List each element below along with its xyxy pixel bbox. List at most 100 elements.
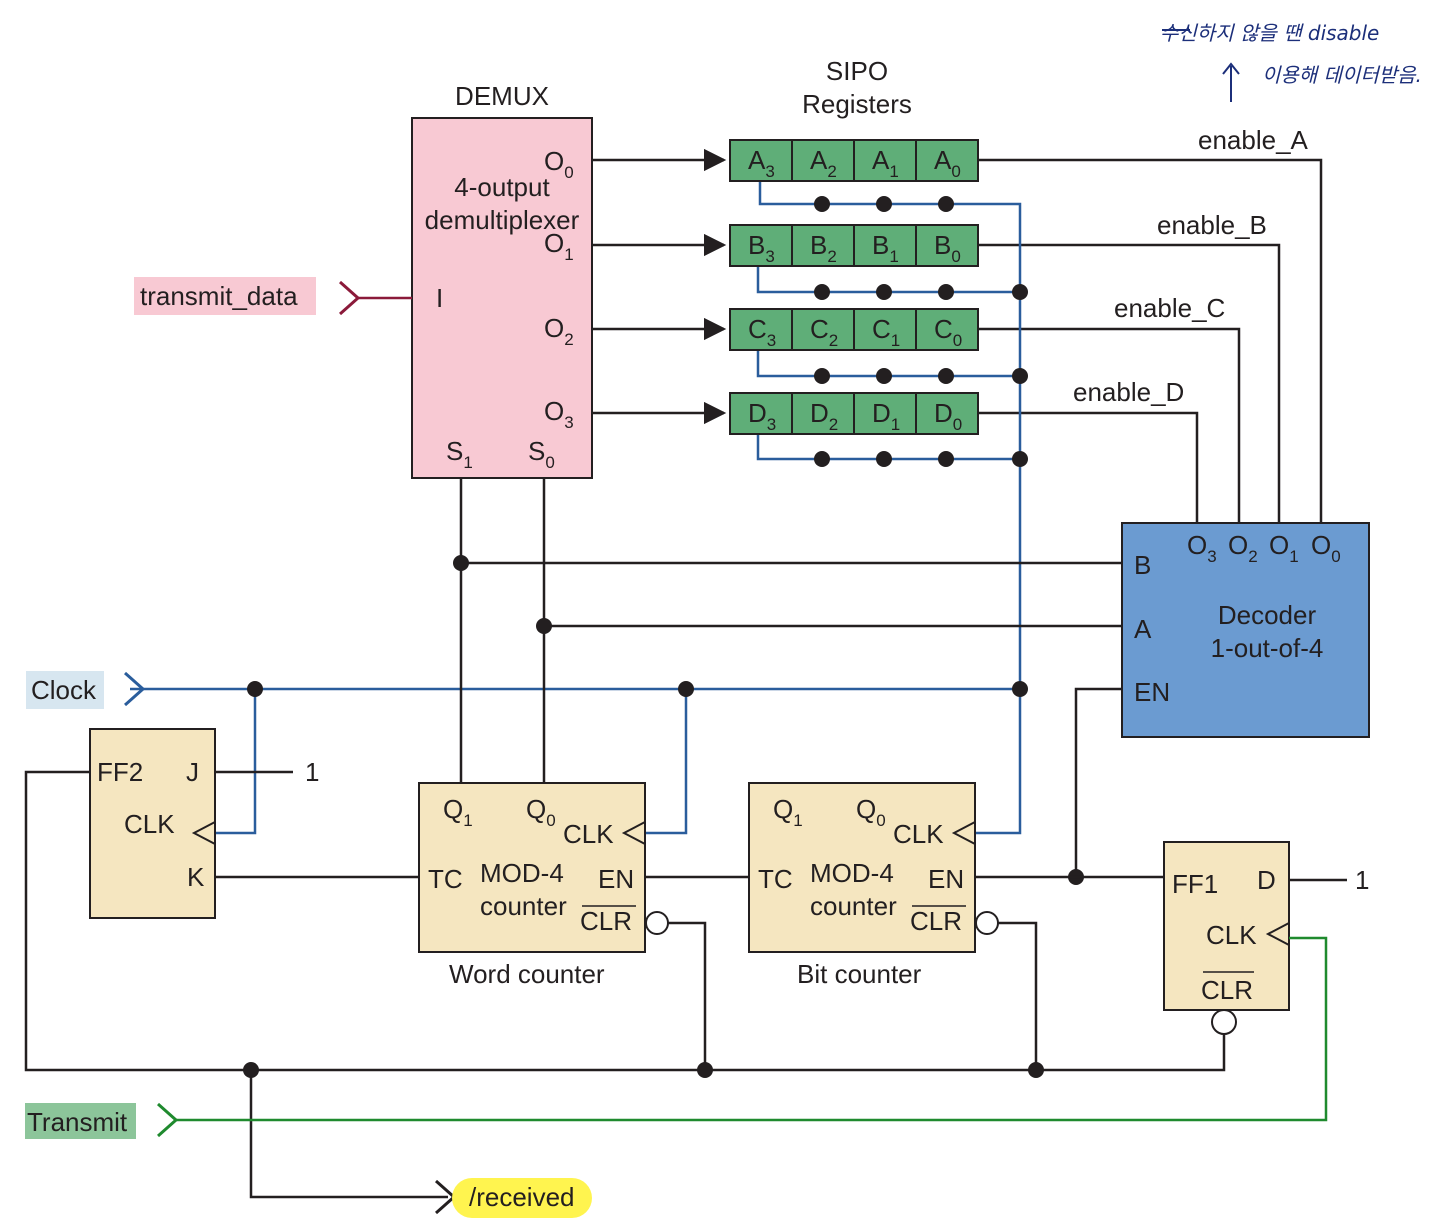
sipo-cell — [915, 308, 979, 351]
sipo-cell-label: B3 — [748, 230, 775, 266]
sipo-cell-label: B0 — [934, 230, 961, 266]
bit-counter-line1: MOD-4 — [810, 858, 894, 888]
demux-output-o3: O3 — [544, 396, 574, 432]
ff2-j-label: J — [186, 757, 199, 787]
sipo-cell — [853, 224, 917, 267]
bit-counter-clr-bubble-icon — [975, 911, 999, 935]
demux-output-o1: O1 — [544, 228, 574, 264]
demux-select-s1: S1 — [446, 436, 473, 472]
sipo-cell — [791, 139, 855, 182]
ff1-clr-bubble-icon — [1211, 1009, 1237, 1035]
sipo-cell-label: C0 — [934, 314, 962, 350]
annotation-line-2: 이용해 데이터받음. — [1262, 63, 1422, 87]
sipo-title-line2: Registers — [802, 89, 912, 119]
sipo-cell — [791, 392, 855, 435]
sipo-cell-label: A1 — [872, 145, 899, 181]
word-counter-line2: counter — [480, 891, 567, 921]
sipo-cell-label: A3 — [748, 145, 775, 181]
control-dots — [243, 1062, 1044, 1078]
transmit-connector-icon — [157, 1102, 179, 1138]
demux-output-labels: O0 O1 O2 O3 S1 S0 — [446, 146, 574, 472]
transmit-tag — [25, 1103, 136, 1139]
word-counter-en: EN — [598, 864, 634, 894]
sipo-cell — [791, 224, 855, 267]
ff2-j-tie: 1 — [305, 757, 319, 787]
sipo-cell-label: A0 — [934, 145, 961, 181]
decoder-line1: Decoder — [1218, 600, 1317, 630]
bit-counter-tc: TC — [758, 864, 793, 894]
word-counter-clr: CLR — [580, 906, 632, 936]
enable-wires — [978, 158, 1323, 523]
control-wires — [24, 770, 1226, 1199]
enable-d-label: enable_D — [1073, 377, 1184, 407]
enable-a-label: enable_A — [1198, 125, 1309, 155]
sipo-cell-label: C1 — [872, 314, 900, 350]
bit-counter-q1: Q1 — [773, 794, 803, 830]
sipo-cell-label: D2 — [810, 398, 838, 434]
word-counter-block — [418, 782, 646, 953]
ff2-k-label: K — [187, 862, 205, 892]
clock-tag — [26, 671, 104, 709]
bit-counter-clock-triangle-icon — [951, 821, 976, 845]
sipo-cell — [915, 139, 979, 182]
received-label: /received — [469, 1182, 575, 1212]
decoder-input-a: A — [1134, 614, 1152, 644]
bit-counter-block — [748, 782, 976, 953]
ff1-clr-label: CLR — [1201, 975, 1253, 1005]
bit-counter-line2: counter — [810, 891, 897, 921]
enable-c-label: enable_C — [1114, 293, 1225, 323]
svg-text:O3: O3 — [1187, 530, 1217, 566]
word-counter-tc: TC — [428, 864, 463, 894]
sipo-cell — [729, 139, 793, 182]
ff1-d-tie: 1 — [1355, 865, 1369, 895]
sipo-cell-label: C2 — [810, 314, 838, 350]
annotation-line-1: 수신하지 않을 땐 disable — [1160, 21, 1379, 45]
decoder-input-en: EN — [1134, 677, 1170, 707]
sipo-cell-label: D3 — [748, 398, 776, 434]
clock-label: Clock — [31, 675, 97, 705]
select-wires — [459, 478, 1122, 877]
sipo-cell-label: A2 — [810, 145, 837, 181]
demux-select-s0: S0 — [528, 436, 555, 472]
decoder-output-labels: O3 O2 O1 O0 — [1187, 530, 1341, 566]
ff1-d-label: D — [1257, 865, 1276, 895]
transmit-label: Transmit — [27, 1107, 128, 1137]
transmit-data-connector-icon — [339, 280, 361, 316]
svg-text:O1: O1 — [1269, 530, 1299, 566]
bit-counter-en: EN — [928, 864, 964, 894]
word-counter-clr-bubble-icon — [645, 911, 669, 935]
ff1-name: FF1 — [1172, 869, 1218, 899]
ff2-block — [89, 728, 216, 919]
ff2-clk-label: CLK — [124, 809, 175, 839]
enable-b-label: enable_B — [1157, 210, 1267, 240]
bit-counter-clr: CLR — [910, 906, 962, 936]
sipo-cell — [915, 392, 979, 435]
bit-counter-caption: Bit counter — [797, 959, 922, 989]
sipo-cell — [853, 139, 917, 182]
sipo-cell-label: D0 — [934, 398, 962, 434]
sipo-title-line1: SIPO — [826, 56, 888, 86]
sipo-clock-wires — [130, 182, 1022, 835]
transmit-data-tag — [134, 277, 316, 315]
ff2-clock-triangle-icon — [191, 821, 216, 845]
decoder-line2: 1-out-of-4 — [1211, 633, 1324, 663]
sipo-bus-dots — [247, 196, 1028, 697]
transmit-data-label: transmit_data — [140, 281, 298, 311]
word-counter-caption: Word counter — [449, 959, 605, 989]
demux-desc-line2: demultiplexer — [425, 205, 580, 235]
demux-output-o0: O0 — [544, 146, 574, 182]
word-counter-q1: Q1 — [443, 794, 473, 830]
decoder-input-b: B — [1134, 550, 1151, 580]
received-tag — [452, 1178, 592, 1218]
bit-counter-q0: Q0 — [856, 794, 886, 830]
word-counter-clock-triangle-icon — [621, 821, 646, 845]
handwritten-annotation: 수신하지 않을 땐 disable 이용해 데이터받음. — [1160, 21, 1422, 102]
ff2-name: FF2 — [97, 757, 143, 787]
ff1-clk-label: CLK — [1206, 920, 1257, 950]
sipo-cell — [853, 392, 917, 435]
sipo-cell-label: B2 — [810, 230, 837, 266]
svg-text:O2: O2 — [1228, 530, 1258, 566]
sipo-cell-label: D1 — [872, 398, 900, 434]
